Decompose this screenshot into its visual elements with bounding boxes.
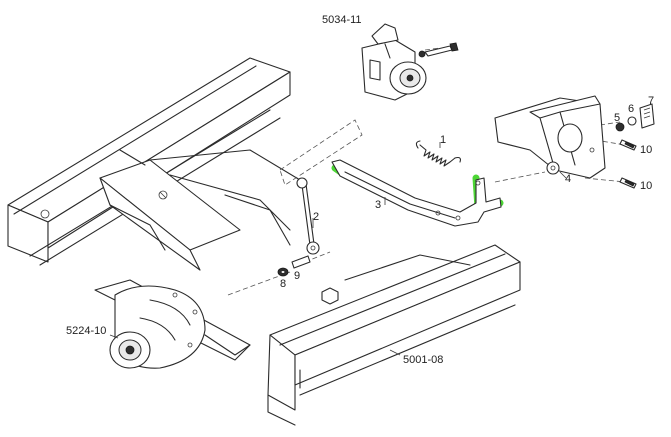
rear-axle-differential: [94, 279, 251, 369]
label-item-8: 8: [280, 278, 286, 290]
frame-rail-left: [7, 57, 291, 266]
cross-member: [99, 149, 301, 271]
callout-labels: 5034-11 5224-10 5001-08 1 2 3 4 5 6 7 8 …: [66, 14, 654, 366]
leader-lines: [109, 142, 567, 356]
label-5224-10: 5224-10: [66, 325, 106, 337]
label-item-1: 1: [440, 134, 446, 146]
label-item-9: 9: [294, 270, 300, 282]
label-5034-11: 5034-11: [322, 14, 362, 26]
mounting-bracket: [494, 95, 606, 179]
label-item-6: 6: [628, 103, 634, 115]
label-item-2: 2: [313, 211, 319, 223]
link-rod: [296, 177, 320, 255]
frame-rail-right: [267, 244, 521, 426]
lever-arm-highlighted: [331, 159, 504, 227]
label-item-5: 5: [614, 112, 620, 124]
label-5001-08: 5001-08: [403, 354, 443, 366]
label-item-4: 4: [565, 173, 571, 185]
floor-nut: [321, 287, 339, 305]
label-item-3: 3: [375, 199, 381, 211]
label-item-10-lower: 10: [640, 180, 652, 192]
hardware-set-right: [615, 103, 655, 189]
nut-and-bolt: [277, 255, 311, 277]
label-item-7: 7: [648, 95, 654, 107]
top-component-assembly: [361, 23, 459, 101]
label-item-10-upper: 10: [640, 144, 652, 156]
tension-spring: [415, 140, 461, 167]
